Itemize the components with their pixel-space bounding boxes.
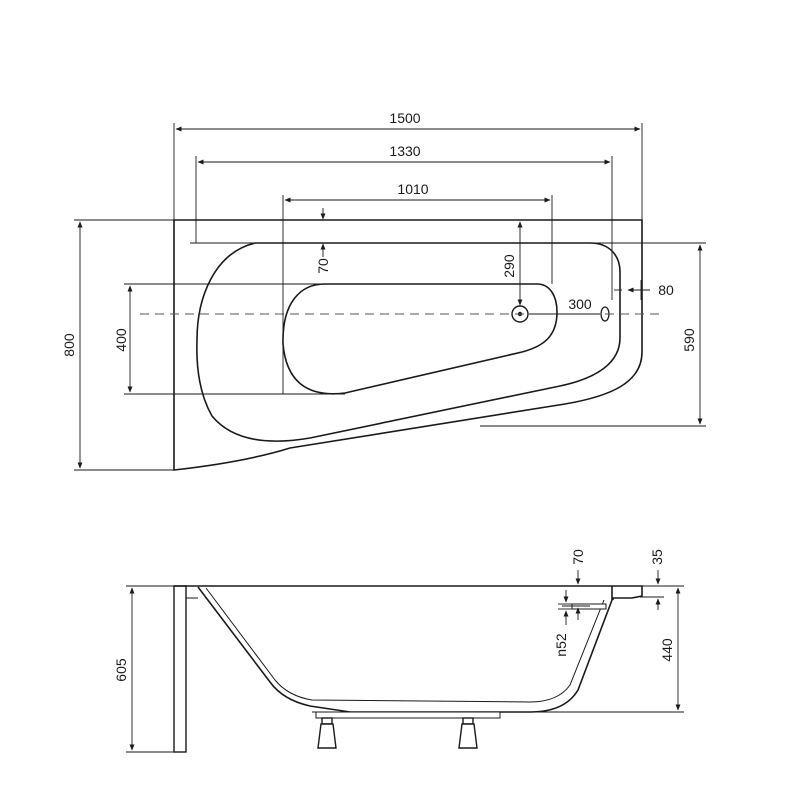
top-view: 1500 1330 1010 800 590 400 70 290 [61, 110, 706, 471]
front-panel [173, 585, 187, 753]
dim-label-1010: 1010 [397, 181, 428, 197]
dim-label-300: 300 [568, 296, 592, 312]
side-inner-line [205, 587, 605, 703]
dim-label-605: 605 [113, 658, 129, 682]
dim-label-590: 590 [681, 328, 697, 352]
dim-label-80: 80 [658, 282, 674, 298]
dim-label-35: 35 [649, 549, 665, 565]
side-rim-outline [174, 585, 643, 600]
dim-label-440: 440 [659, 638, 675, 662]
dim-label-1330: 1330 [389, 143, 420, 159]
side-body-outline [197, 586, 613, 713]
overflow-pipe [571, 603, 607, 610]
right-foot [458, 717, 478, 749]
dim-label-290: 290 [501, 254, 517, 278]
dim-label-n52: n52 [553, 633, 569, 657]
base-frame [315, 711, 501, 719]
dim-label-400: 400 [113, 328, 129, 352]
top-outer-outline [173, 219, 643, 471]
dim-label-800: 800 [61, 333, 77, 357]
left-foot [317, 717, 337, 749]
bottom-outline [282, 283, 558, 395]
side-view: 605 440 35 70 n52 [113, 549, 684, 753]
dim-label-1500: 1500 [389, 110, 420, 126]
inner-basin-outline [196, 242, 621, 442]
dim-label-70-top: 70 [315, 258, 331, 274]
dim-label-70-side: 70 [570, 549, 586, 565]
